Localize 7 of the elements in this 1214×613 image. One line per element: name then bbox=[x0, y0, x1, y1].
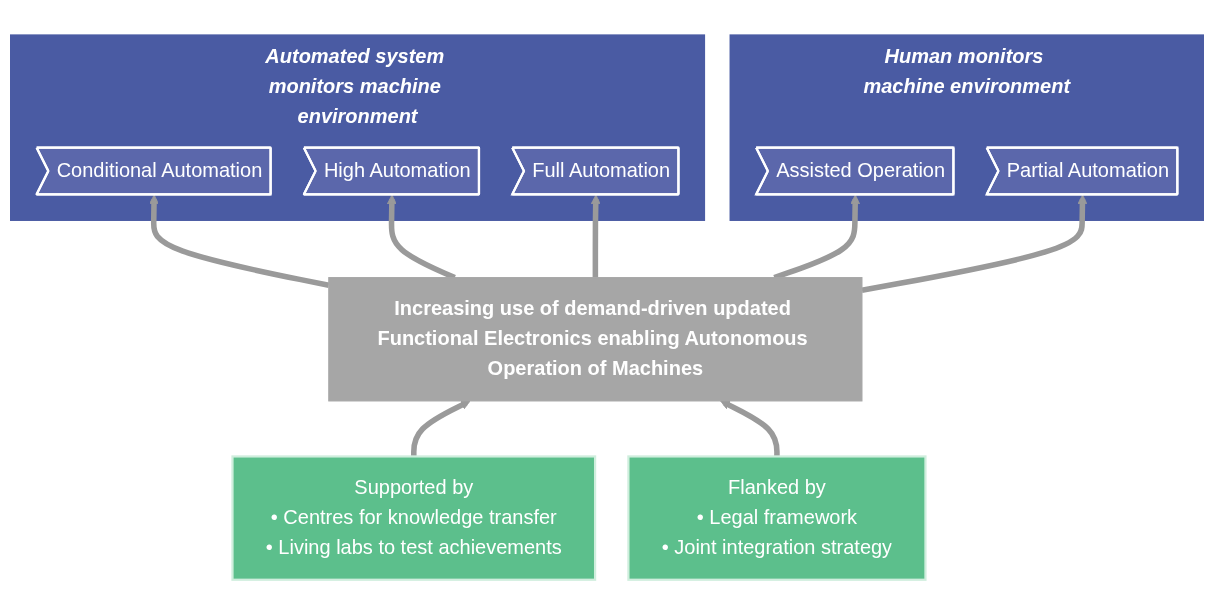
arrow bbox=[590, 194, 601, 278]
node-box: Supported by • Centres for knowledge transfer • Living labs to test achievements bbox=[231, 455, 597, 581]
node-box: Increasing use of demand-driven updated Functional Electronics enabling Autonomous Operation of Machines bbox=[328, 277, 863, 402]
arrow bbox=[861, 194, 1088, 293]
arrow bbox=[411, 400, 471, 457]
node-box: Flanked by • Legal framework • Joint integration strategy bbox=[627, 455, 927, 581]
arrow bbox=[720, 400, 780, 457]
